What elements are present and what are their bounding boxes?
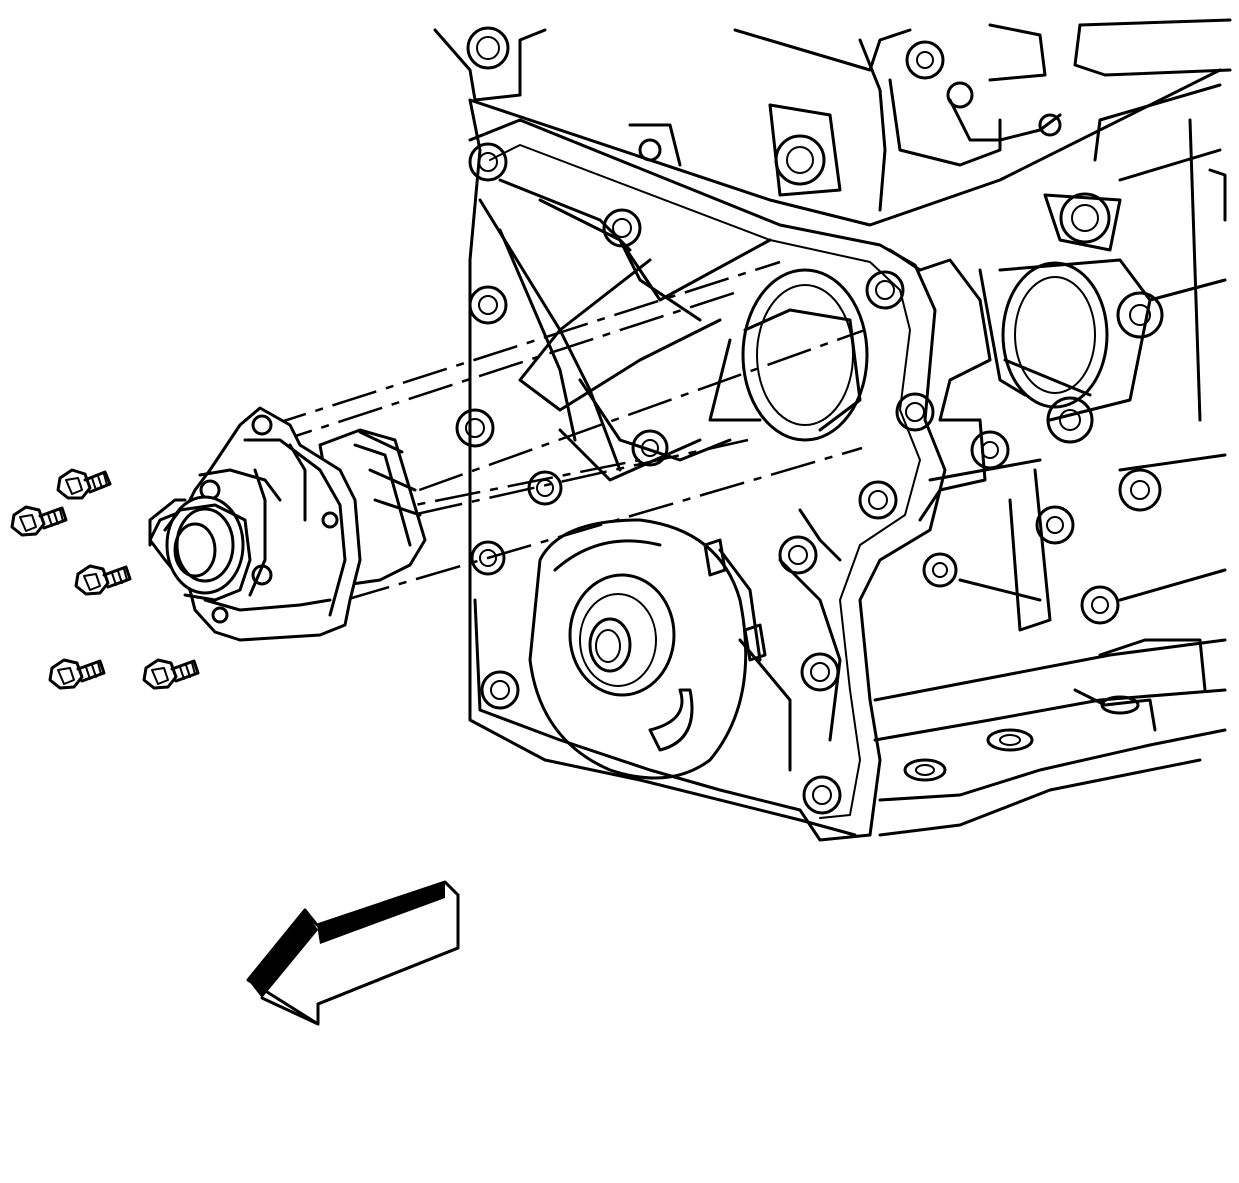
- pump-bolt: [56, 468, 112, 500]
- pump-bolt: [10, 505, 68, 537]
- pump-bolt: [142, 658, 200, 690]
- arrow-left-down-icon: [246, 880, 460, 1026]
- pump-bolt: [48, 658, 106, 690]
- water-pump: [148, 406, 427, 642]
- engine-block: [433, 18, 1232, 837]
- pump-bolt: [10, 468, 200, 690]
- pump-bolt: [74, 564, 132, 596]
- timing-cover: [455, 118, 992, 842]
